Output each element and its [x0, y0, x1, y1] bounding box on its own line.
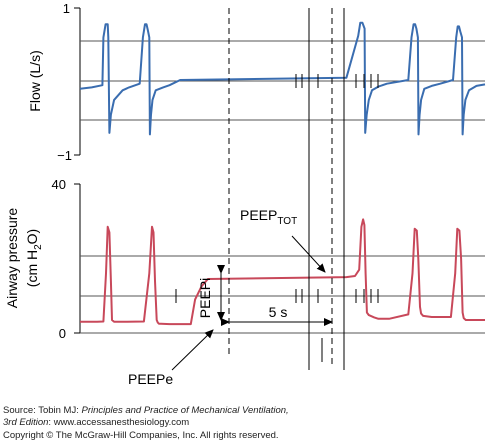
peep-tot-arrow — [291, 235, 326, 273]
pressure-y-axis-label: Airway pressure (cm H2O) — [4, 208, 44, 309]
pressure-pause-tick-marks — [175, 289, 379, 303]
copyright-text: Copyright © The McGraw-Hill Companies, I… — [3, 430, 279, 441]
flow-y-axis-label: Flow (L/s) — [27, 50, 43, 111]
interval-label: 5 s — [269, 304, 288, 320]
flow-ytick-label-bottom: −1 — [57, 148, 72, 163]
website-text: : www.accessanesthesiology.com — [48, 417, 190, 428]
book-title: Principles and Practice of Mechanical Ve… — [81, 405, 289, 416]
peep-e-label: PEEPe — [128, 371, 173, 387]
flow-series-line — [79, 21, 486, 136]
pressure-panel: 40 0 Airway pressure (cm H2O) — [4, 177, 485, 341]
peep-tot-label: PEEPTOT — [240, 207, 297, 227]
edition-text: 3rd Edition — [3, 417, 49, 428]
figure: 1 −1 Flow (L/s) 40 0 Airway pressure (cm… — [4, 1, 486, 387]
source-prefix: Source: Tobin MJ: — [3, 405, 82, 416]
peep-i-label: PEEPi — [197, 278, 213, 318]
time-markers — [228, 8, 345, 370]
pressure-ytick-label-bottom: 0 — [59, 326, 66, 341]
flow-ytick-label-top: 1 — [63, 1, 70, 16]
annotations: PEEPTOT PEEPi 5 s PEEPe — [128, 207, 333, 387]
pressure-ytick-label-top: 40 — [52, 177, 66, 192]
copyright-caption: Copyright © The McGraw-Hill Companies, I… — [3, 430, 279, 441]
edition-caption: 3rd Edition: www.accessanesthesiology.co… — [3, 417, 189, 428]
source-caption: Source: Tobin MJ: Principles and Practic… — [3, 405, 289, 416]
pressure-y-axis-label-line2: (cm H2O) — [24, 229, 44, 287]
pressure-y-axis-label-line1: Airway pressure — [4, 208, 20, 309]
pressure-series-line — [80, 218, 485, 326]
peep-e-arrow — [171, 329, 214, 371]
flow-panel: 1 −1 Flow (L/s) — [27, 1, 486, 163]
flow-pause-tick-marks — [295, 74, 379, 88]
